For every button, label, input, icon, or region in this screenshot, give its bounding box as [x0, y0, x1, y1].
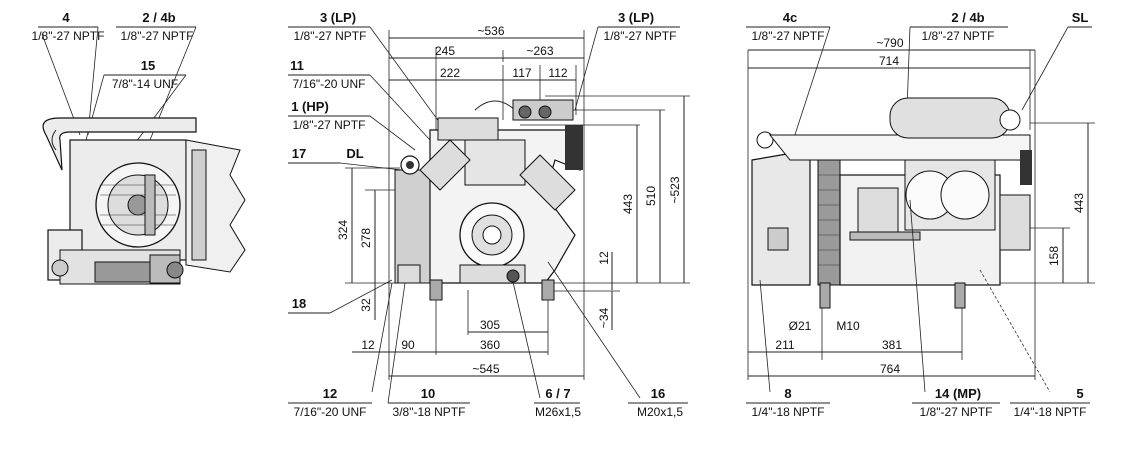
- callout-18-label: 18: [292, 296, 306, 311]
- callout-4-label: 4: [62, 10, 70, 25]
- callout-3lp-spec: 1/8"-27 NPTF: [294, 29, 367, 43]
- right-view: 4c 1/8"-27 NPTF 2 / 4b 1/8"-27 NPTF SL ~…: [746, 10, 1095, 419]
- callout-2-4b-right-label: 2 / 4b: [951, 10, 984, 25]
- callout-16-spec: M20x1,5: [637, 405, 683, 419]
- callout-12-label: 12: [323, 386, 337, 401]
- callout-1hp-label: 1 (HP): [291, 99, 329, 114]
- callout-1hp-spec: 1/8"-27 NPTF: [293, 118, 366, 132]
- callout-5-label: 5: [1076, 386, 1083, 401]
- dim-381: 381: [882, 338, 902, 352]
- dim-443-right: 443: [1072, 193, 1086, 213]
- dim-714: 714: [879, 54, 899, 68]
- dim-324: 324: [336, 220, 350, 240]
- callout-4c-spec: 1/8"-27 NPTF: [752, 29, 825, 43]
- callout-6-7-label: 6 / 7: [545, 386, 570, 401]
- callout-4c-label: 4c: [783, 10, 797, 25]
- dim-278: 278: [359, 228, 373, 248]
- callout-12-spec: 7/16"-20 UNF: [294, 405, 367, 419]
- dim-245: 245: [435, 44, 455, 58]
- left-view: 4 1/8"-27 NPTF 2 / 4b 1/8"-27 NPTF 15 7/…: [32, 10, 246, 285]
- dim-12-v: 12: [597, 251, 611, 265]
- callout-5-spec: 1/4"-18 NPTF: [1014, 405, 1087, 419]
- callout-8-spec: 1/4"-18 NPTF: [752, 405, 825, 419]
- dim-523: ~523: [668, 176, 682, 203]
- dim-112: 112: [548, 66, 567, 80]
- dim-443: 443: [621, 194, 635, 214]
- callout-17-label: 17: [292, 146, 306, 161]
- callout-11-label: 11: [290, 58, 304, 73]
- dim-90: 90: [401, 338, 415, 352]
- callout-10-label: 10: [421, 386, 435, 401]
- dim-222: 222: [440, 66, 460, 80]
- dim-211: 211: [775, 338, 794, 352]
- callout-11-spec: 7/16"-20 UNF: [293, 77, 366, 91]
- dim-305: 305: [480, 318, 500, 332]
- dim-510: 510: [644, 186, 658, 206]
- callout-3lp-label: 3 (LP): [320, 10, 356, 25]
- callout-6-7-spec: M26x1,5: [535, 405, 581, 419]
- callout-3lp-right-spec: 1/8"-27 NPTF: [604, 29, 677, 43]
- middle-view: ~536 245 ~263 222 117 112 3 (LP) 1/8"-27…: [288, 10, 690, 419]
- callout-10-spec: 3/8"-18 NPTF: [393, 405, 466, 419]
- dim-790: ~790: [876, 36, 903, 50]
- callout-2-4b-right-spec: 1/8"-27 NPTF: [922, 29, 995, 43]
- callout-4-spec: 1/8"-27 NPTF: [32, 29, 105, 43]
- callout-14mp-label: 14 (MP): [935, 386, 981, 401]
- callout-14mp-spec: 1/8"-27 NPTF: [920, 405, 993, 419]
- dim-545: ~545: [472, 362, 499, 376]
- dim-360: 360: [480, 338, 500, 352]
- callout-15-spec: 7/8"-14 UNF: [112, 77, 178, 91]
- callout-sl-label: SL: [1072, 10, 1089, 25]
- callout-8-label: 8: [784, 386, 791, 401]
- callout-3lp-right-label: 3 (LP): [618, 10, 654, 25]
- dim-263: ~263: [526, 44, 553, 58]
- dim-117: 117: [512, 66, 531, 80]
- dim-d21: Ø21: [789, 319, 812, 333]
- dim-764: 764: [880, 362, 900, 376]
- callout-2-4b-label: 2 / 4b: [142, 10, 175, 25]
- callout-16-label: 16: [651, 386, 665, 401]
- dim-32: 32: [359, 298, 373, 312]
- callout-2-4b-spec: 1/8"-27 NPTF: [121, 29, 194, 43]
- callout-15-label: 15: [141, 58, 155, 73]
- dim-overall-536: ~536: [477, 24, 504, 38]
- dim-m10: M10: [836, 319, 860, 333]
- callout-dl-label: DL: [346, 146, 363, 161]
- dim-158: 158: [1047, 246, 1061, 266]
- dim-34: ~34: [597, 307, 611, 328]
- dim-12-h: 12: [361, 338, 375, 352]
